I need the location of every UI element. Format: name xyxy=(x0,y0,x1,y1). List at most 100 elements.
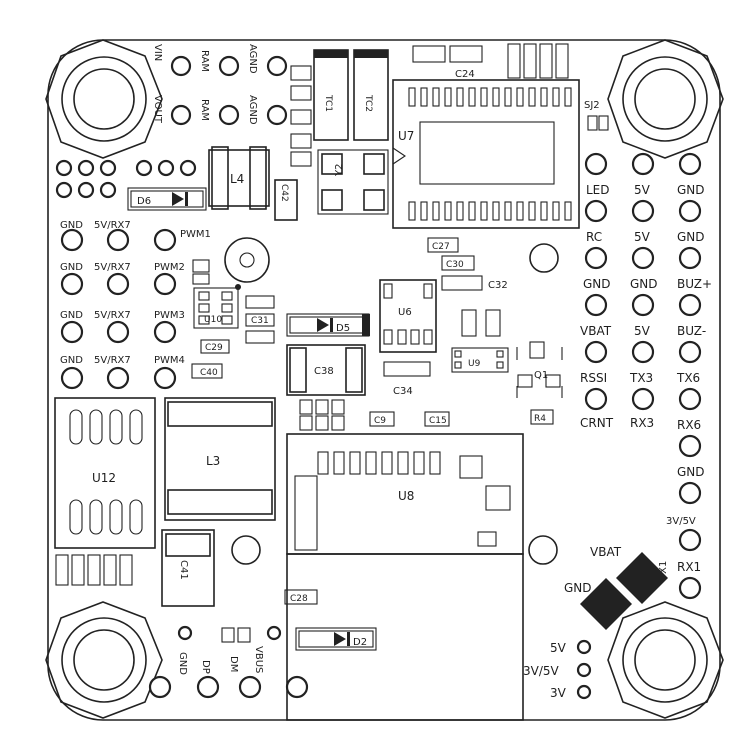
diode-d6: D6 xyxy=(127,187,207,211)
label-l3: L3 xyxy=(206,454,220,468)
label-3v5v-r3: 3V/5V xyxy=(666,516,696,527)
label-c29: C29 xyxy=(205,343,223,353)
u7-pins-top xyxy=(408,87,572,107)
right-header-col2: 5V 5V GND 5V TX3 RX3 xyxy=(629,152,658,430)
label-c38: C38 xyxy=(314,366,334,377)
pin-label-ram-2: RAM xyxy=(199,99,210,121)
label-u6: U6 xyxy=(398,307,412,318)
chip-u10: U10 xyxy=(193,284,241,329)
label-rx6: RX6 xyxy=(677,418,701,432)
label-gnd-r3c: GND xyxy=(677,465,705,479)
chip-u12: U12 xyxy=(54,397,156,549)
pin-label-ram: RAM xyxy=(199,50,210,72)
label-pwm4: PWM4 xyxy=(154,355,185,366)
small-pad-grid xyxy=(55,159,197,199)
label-pwm3: PWM3 xyxy=(154,310,185,321)
label-c42: C42 xyxy=(279,184,289,202)
label-d6: D6 xyxy=(137,196,151,207)
small-caps-center: C27 C30 C32 xyxy=(427,237,508,291)
small-caps-u10: C31 C29 C40 xyxy=(191,259,275,379)
resistor-array-top xyxy=(290,65,312,167)
label-gnd-1: GND xyxy=(60,220,83,231)
pin-label-vin: VIN xyxy=(152,44,163,61)
resistor-bank-top-right xyxy=(507,43,569,79)
chip-u9: U9 xyxy=(451,309,509,373)
label-buz-minus: BUZ- xyxy=(677,324,706,338)
mounting-hole-bottom-right xyxy=(607,601,724,719)
transistor-q1: Q1 R4 xyxy=(516,341,563,425)
label-vbus: VBUS xyxy=(253,646,264,673)
label-3v-sel: 3V xyxy=(550,686,567,700)
label-r4: R4 xyxy=(534,414,546,424)
label-q1: Q1 xyxy=(534,370,548,381)
solder-jumper-sj2: SJ2 xyxy=(584,100,609,131)
label-c31: C31 xyxy=(251,316,269,326)
small-caps-row: C9 C15 xyxy=(299,399,450,431)
pin-label-agnd-2: AGND xyxy=(247,95,258,125)
label-rx3: RX3 xyxy=(630,416,654,430)
label-c9: C9 xyxy=(374,416,386,426)
mounting-hole-bottom-left xyxy=(45,601,163,719)
label-5v-r2c: 5V xyxy=(634,324,651,338)
label-u8: U8 xyxy=(398,489,414,503)
right-header-col1: LED RC GND VBAT RSSI CRNT xyxy=(580,152,614,430)
mount-hole-mid-right xyxy=(529,243,559,273)
label-c15: C15 xyxy=(429,416,447,426)
label-tc2: TC2 xyxy=(363,94,373,112)
capacitor-tc1: TC1 xyxy=(313,49,349,141)
label-c30: C30 xyxy=(446,260,464,270)
resistor-bank-bottom-left xyxy=(55,554,133,586)
label-d5: D5 xyxy=(336,323,350,334)
mount-hole-mid-left xyxy=(224,237,270,283)
label-rx7-2: 5V/RX7 xyxy=(94,262,131,273)
pin-label-agnd: AGND xyxy=(247,44,258,74)
label-5v-r2b: 5V xyxy=(634,230,651,244)
label-vbat-r1: VBAT xyxy=(580,324,612,338)
capacitor-tc2: TC2 xyxy=(353,49,389,141)
label-5v-sel: 5V xyxy=(550,641,567,655)
label-rssi: RSSI xyxy=(580,371,607,385)
label-vbat-pad: VBAT xyxy=(590,545,622,559)
label-gnd-3: GND xyxy=(60,310,83,321)
label-gnd-2: GND xyxy=(60,262,83,273)
label-3v5v-sel: 3V/5V xyxy=(523,664,560,678)
label-buz-plus: BUZ+ xyxy=(677,277,712,291)
label-c41: C41 xyxy=(178,560,189,580)
label-u12: U12 xyxy=(92,471,116,485)
capacitor-c38: C38 xyxy=(286,344,366,396)
label-rc: RC xyxy=(586,230,602,244)
label-dp: DP xyxy=(200,660,211,674)
label-led: LED xyxy=(586,183,610,197)
label-tx6: TX6 xyxy=(676,371,700,385)
inductor-l3: L3 xyxy=(164,397,276,521)
label-tx3: TX3 xyxy=(629,371,653,385)
top-left-pin-header: VIN RAM AGND VOUT RAM AGND xyxy=(152,44,288,126)
label-gnd-r2: GND xyxy=(630,277,658,291)
label-gnd-r3b: GND xyxy=(677,230,705,244)
label-u10: U10 xyxy=(204,315,222,325)
left-channel-labels: GND 5V/RX7 PWM1 GND 5V/RX7 PWM2 GND 5V/R… xyxy=(60,220,211,366)
crystal-y2: Y2 xyxy=(317,149,389,215)
voltage-select-pins: 5V 3V/5V 3V xyxy=(523,639,592,700)
battery-pads: VBAT GND xyxy=(564,545,668,630)
label-rx1: RX1 xyxy=(677,560,701,574)
label-c40: C40 xyxy=(200,368,218,378)
label-c32: C32 xyxy=(488,280,508,291)
capacitor-c41: C41 xyxy=(161,529,215,607)
label-sj2: SJ2 xyxy=(584,100,600,111)
label-gnd-pad: GND xyxy=(564,581,592,595)
label-d2: D2 xyxy=(353,637,367,648)
chip-u7: U7 xyxy=(392,79,580,229)
usb-bottom-pins: GND DP DM VBUS xyxy=(148,625,309,699)
label-5v-r2a: 5V xyxy=(634,183,651,197)
label-pwm2: PWM2 xyxy=(154,262,185,273)
mount-holes-bottom-center xyxy=(231,535,558,565)
label-gnd-r1: GND xyxy=(583,277,611,291)
right-header-col3: GND GND BUZ+ BUZ- TX6 RX6 GND 3V/5V RX1 … xyxy=(658,152,712,600)
label-u9: U9 xyxy=(468,359,481,369)
label-tc1: TC1 xyxy=(323,94,333,112)
capacitor-c34: C34 xyxy=(383,361,431,397)
board-outline xyxy=(47,39,721,721)
chip-u6: U6 xyxy=(379,279,437,353)
